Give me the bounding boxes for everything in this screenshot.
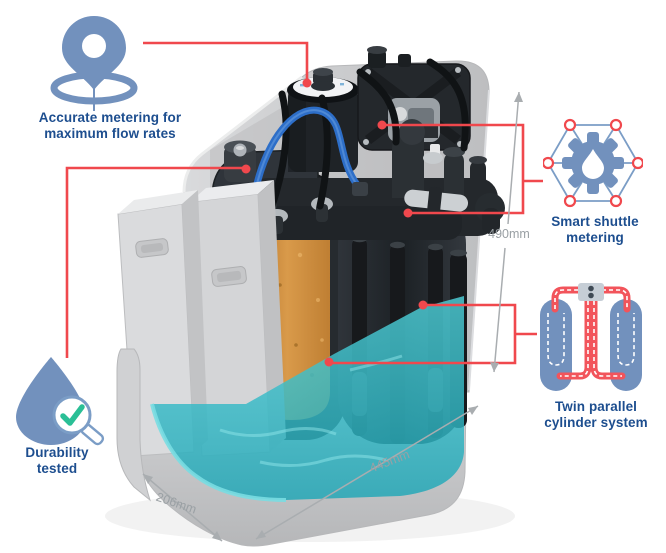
brine-water (150, 296, 464, 502)
label-line: maximum flow rates (44, 125, 176, 141)
callout-line-accurate-metering (143, 41, 309, 80)
callout-bracket-twin-cylinder (330, 303, 537, 365)
cabinet-front-lip (116, 348, 151, 502)
dimension-line-width (255, 405, 479, 540)
label-line: Durability (25, 445, 89, 460)
valve-assembly (247, 46, 505, 240)
label-twin-cylinder: Twin parallel cylinder system (524, 399, 666, 430)
label-line: metering (566, 229, 624, 245)
dimension-line-depth (142, 473, 223, 542)
callout-line-durability (65, 166, 243, 358)
callout-bracket-smart-shuttle (382, 123, 543, 215)
black-hoses (268, 58, 469, 210)
drop-magnifier-check-icon (16, 357, 105, 446)
location-pin-target-icon (50, 16, 138, 111)
label-line: cylinder system (544, 414, 648, 430)
callout-lines (65, 41, 543, 365)
dimension-arrowheads (143, 92, 523, 541)
label-line: tested (36, 460, 78, 476)
label-durability: Durability tested (10, 445, 104, 476)
label-accurate-metering: Accurate metering for maximum flow rates (28, 110, 192, 141)
callout-dots (241, 78, 428, 367)
twin-cylinders-flow-icon (540, 283, 642, 391)
blue-tube (251, 106, 368, 196)
bypass-pipe (404, 186, 469, 214)
dimension-label-height: 490mm (488, 227, 530, 241)
label-smart-shuttle: Smart shuttle metering (533, 214, 657, 245)
hex-gear-drop-icon (543, 118, 643, 208)
drop-cutout (582, 149, 604, 179)
label-line: Accurate metering for (38, 110, 182, 125)
label-line: Smart shuttle (551, 214, 639, 229)
dimension-line-height (493, 91, 520, 373)
check-icon (60, 404, 85, 426)
label-line: Twin parallel (554, 399, 638, 414)
dimension-lines (142, 91, 520, 542)
